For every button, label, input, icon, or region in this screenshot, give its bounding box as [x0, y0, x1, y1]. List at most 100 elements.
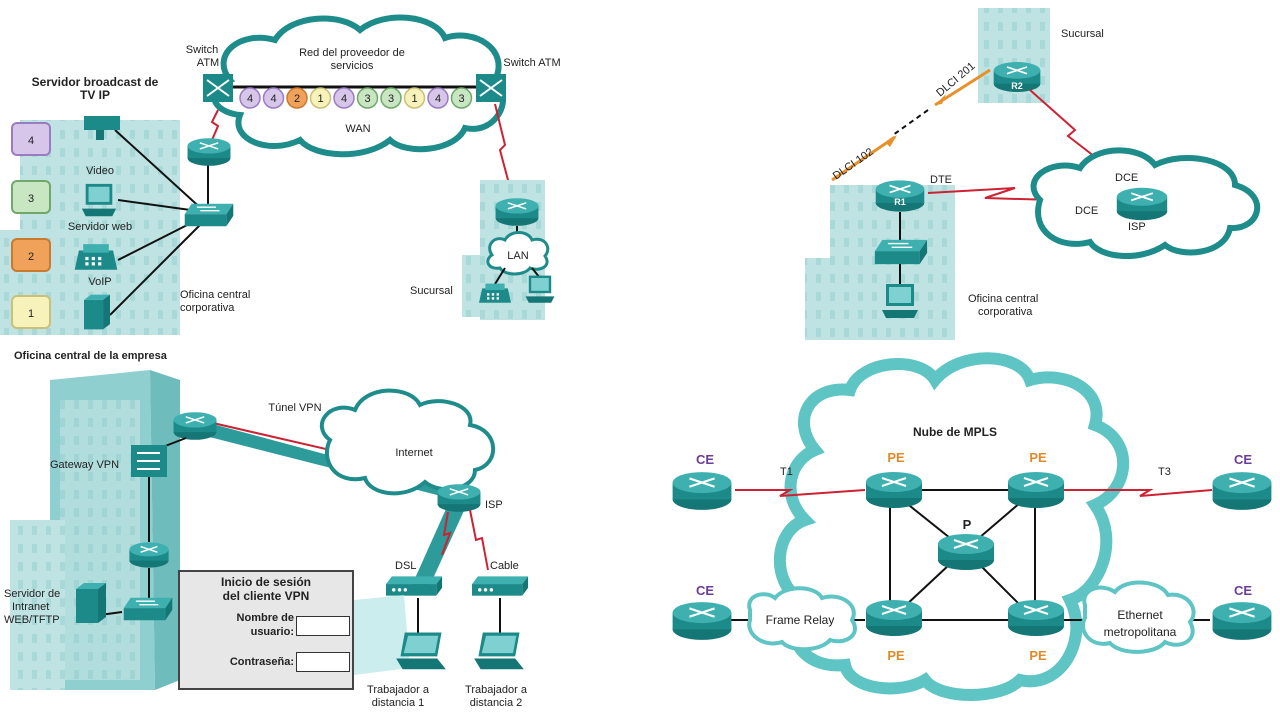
q4-ce-router-bottom-left — [671, 601, 733, 641]
q3-vpn-callout-beam — [354, 595, 410, 675]
q1-hq-label-2: corporativa — [180, 302, 235, 314]
atm-cell-label: 4 — [435, 93, 441, 105]
atm-cell-label: 3 — [458, 93, 464, 105]
queue-box-2 — [11, 238, 51, 272]
q1-lan-cloud — [486, 231, 550, 276]
q1-queue: 4 3 2 1 — [11, 122, 51, 329]
q4-t1-label: T1 — [780, 466, 793, 478]
queue-box-3 — [11, 180, 51, 214]
q3-cable-label: Cable — [490, 560, 519, 572]
q3-hq-windows — [60, 400, 140, 680]
q1-atm-right-label: Switch ATM — [503, 57, 560, 69]
q4-ce-router-top-left — [671, 471, 733, 511]
vpn-gateway-glyph — [137, 452, 160, 470]
queue-box-1 — [11, 295, 51, 329]
q3-worker1-label-2: distancia 1 — [372, 697, 425, 709]
vpn-password-label: Contraseña: — [229, 656, 294, 668]
remote-laptop-2-icon — [474, 632, 524, 670]
q2-dlci201-head — [935, 94, 946, 105]
atm-cell-label: 2 — [294, 93, 300, 105]
q2-dlci102-head — [886, 135, 897, 147]
q3-internet-cloud — [319, 388, 496, 496]
atm-cell-label: 4 — [247, 93, 253, 105]
q1-cloud-label-1: Red del proveedor de — [299, 47, 405, 59]
q3-title: Oficina central de la empresa — [14, 350, 168, 362]
q1-edge-router — [186, 137, 232, 167]
q4-p-router — [937, 533, 995, 571]
cable-modem-icon — [472, 576, 529, 596]
q3-dsl-serial — [441, 511, 452, 556]
intranet-server-icon — [76, 583, 106, 623]
q4-ce-label-3: CE — [1234, 452, 1252, 467]
q3-server-label-1: Servidor de — [4, 588, 60, 600]
q2-r1-label: R1 — [894, 197, 906, 207]
q3-server-label-2: Intranet — [12, 601, 49, 613]
vpn-username-label-2: usuario: — [250, 626, 294, 638]
q2-hq-label-1: Oficina central — [968, 293, 1038, 305]
q3-inner-switch — [123, 597, 173, 621]
q2-dlci201-arrow — [934, 68, 991, 107]
q2-hq-label-2: corporativa — [978, 306, 1033, 318]
q3-gateway-label: Gateway VPN — [50, 459, 119, 471]
q3-vpn-network: Oficina central de la empresa Internet T… — [4, 350, 529, 709]
q4-pe-router-top-left — [865, 471, 923, 509]
q2-dce-label-2: DCE — [1075, 205, 1098, 217]
q3-cable-serial — [469, 509, 489, 571]
web-server-icon — [81, 183, 117, 217]
q3-isp-router — [436, 483, 482, 513]
atm-cell — [450, 87, 473, 109]
q4-ethernet-cloud — [1081, 580, 1196, 654]
q3-dsl-label: DSL — [395, 560, 416, 572]
q4-pe-router-bottom-right — [1007, 599, 1065, 637]
q4-pe-label-1: PE — [887, 450, 905, 465]
q2-isp-router — [1115, 186, 1169, 222]
q3-inner-router — [128, 541, 170, 569]
q4-frame-relay-label: Frame Relay — [766, 613, 835, 627]
q4-t3-label: T3 — [1158, 466, 1171, 478]
q4-ce-label-1: CE — [696, 452, 714, 467]
q4-frame-relay-cloud — [747, 586, 857, 652]
q2-dce-label-1: DCE — [1115, 172, 1138, 184]
atm-cell — [262, 87, 285, 109]
vpn-username-field[interactable] — [296, 616, 350, 636]
atm-cell — [286, 87, 308, 109]
q4-t3-link — [1060, 489, 1213, 497]
q4-cloud-label: Nube de MPLS — [913, 425, 997, 439]
vpn-password-field[interactable] — [296, 652, 350, 672]
video-server-icon — [84, 116, 120, 140]
q4-ce-router-top-right — [1211, 471, 1273, 511]
q3-server-label-3: WEB/TFTP — [4, 614, 60, 626]
q2-dlci102-label: DLCI 102 — [831, 146, 876, 182]
vpn-login-title-1: Inicio de sesión — [220, 575, 312, 589]
queue-box-3-label: 3 — [28, 193, 34, 205]
q3-dsl-tube — [412, 500, 468, 585]
atm-switch-right-glyph — [479, 79, 503, 97]
q1-serial-link — [210, 109, 220, 141]
queue-box-4 — [11, 122, 51, 156]
vpn-client-login-panel: Inicio de sesión del cliente VPN Nombre … — [178, 570, 354, 690]
vpn-username-label-1: Nombre de — [236, 612, 294, 624]
q3-hq-building-left — [10, 520, 65, 690]
atm-cell-label: 1 — [411, 93, 417, 105]
queue-box-1-label: 1 — [28, 308, 34, 320]
atm-cell — [427, 87, 449, 109]
q1-lan-link-phone — [494, 267, 506, 285]
queue-box-2-label: 2 — [28, 251, 34, 263]
q1-atm-left-1: Switch — [186, 44, 218, 56]
hq-server-icon — [84, 294, 110, 330]
dsl-modem-icon — [386, 576, 443, 596]
atm-cell-label: 4 — [270, 93, 276, 105]
q3-tunnel-label: Túnel VPN — [268, 402, 321, 414]
q2-r2-label: R2 — [1011, 81, 1023, 91]
q1-hq-switch — [184, 203, 234, 227]
q4-ethernet-label-1: Ethernet — [1117, 608, 1163, 622]
q1-ip-tv-network: Servidor broadcast de TV IP 4 3 2 1 Vi — [0, 14, 561, 335]
q3-internet-label: Internet — [395, 447, 432, 459]
q2-frame-relay-network: Sucursal R2 DLCI 201 DLCI 102 R1 Oficina… — [805, 8, 1261, 340]
q1-voip-label: VoIP — [88, 276, 111, 288]
q4-ce-label-2: CE — [696, 583, 714, 598]
q1-title-2: TV IP — [80, 88, 110, 102]
q4-pe-router-top-right — [1007, 471, 1065, 509]
q2-hq-switch — [874, 239, 928, 265]
